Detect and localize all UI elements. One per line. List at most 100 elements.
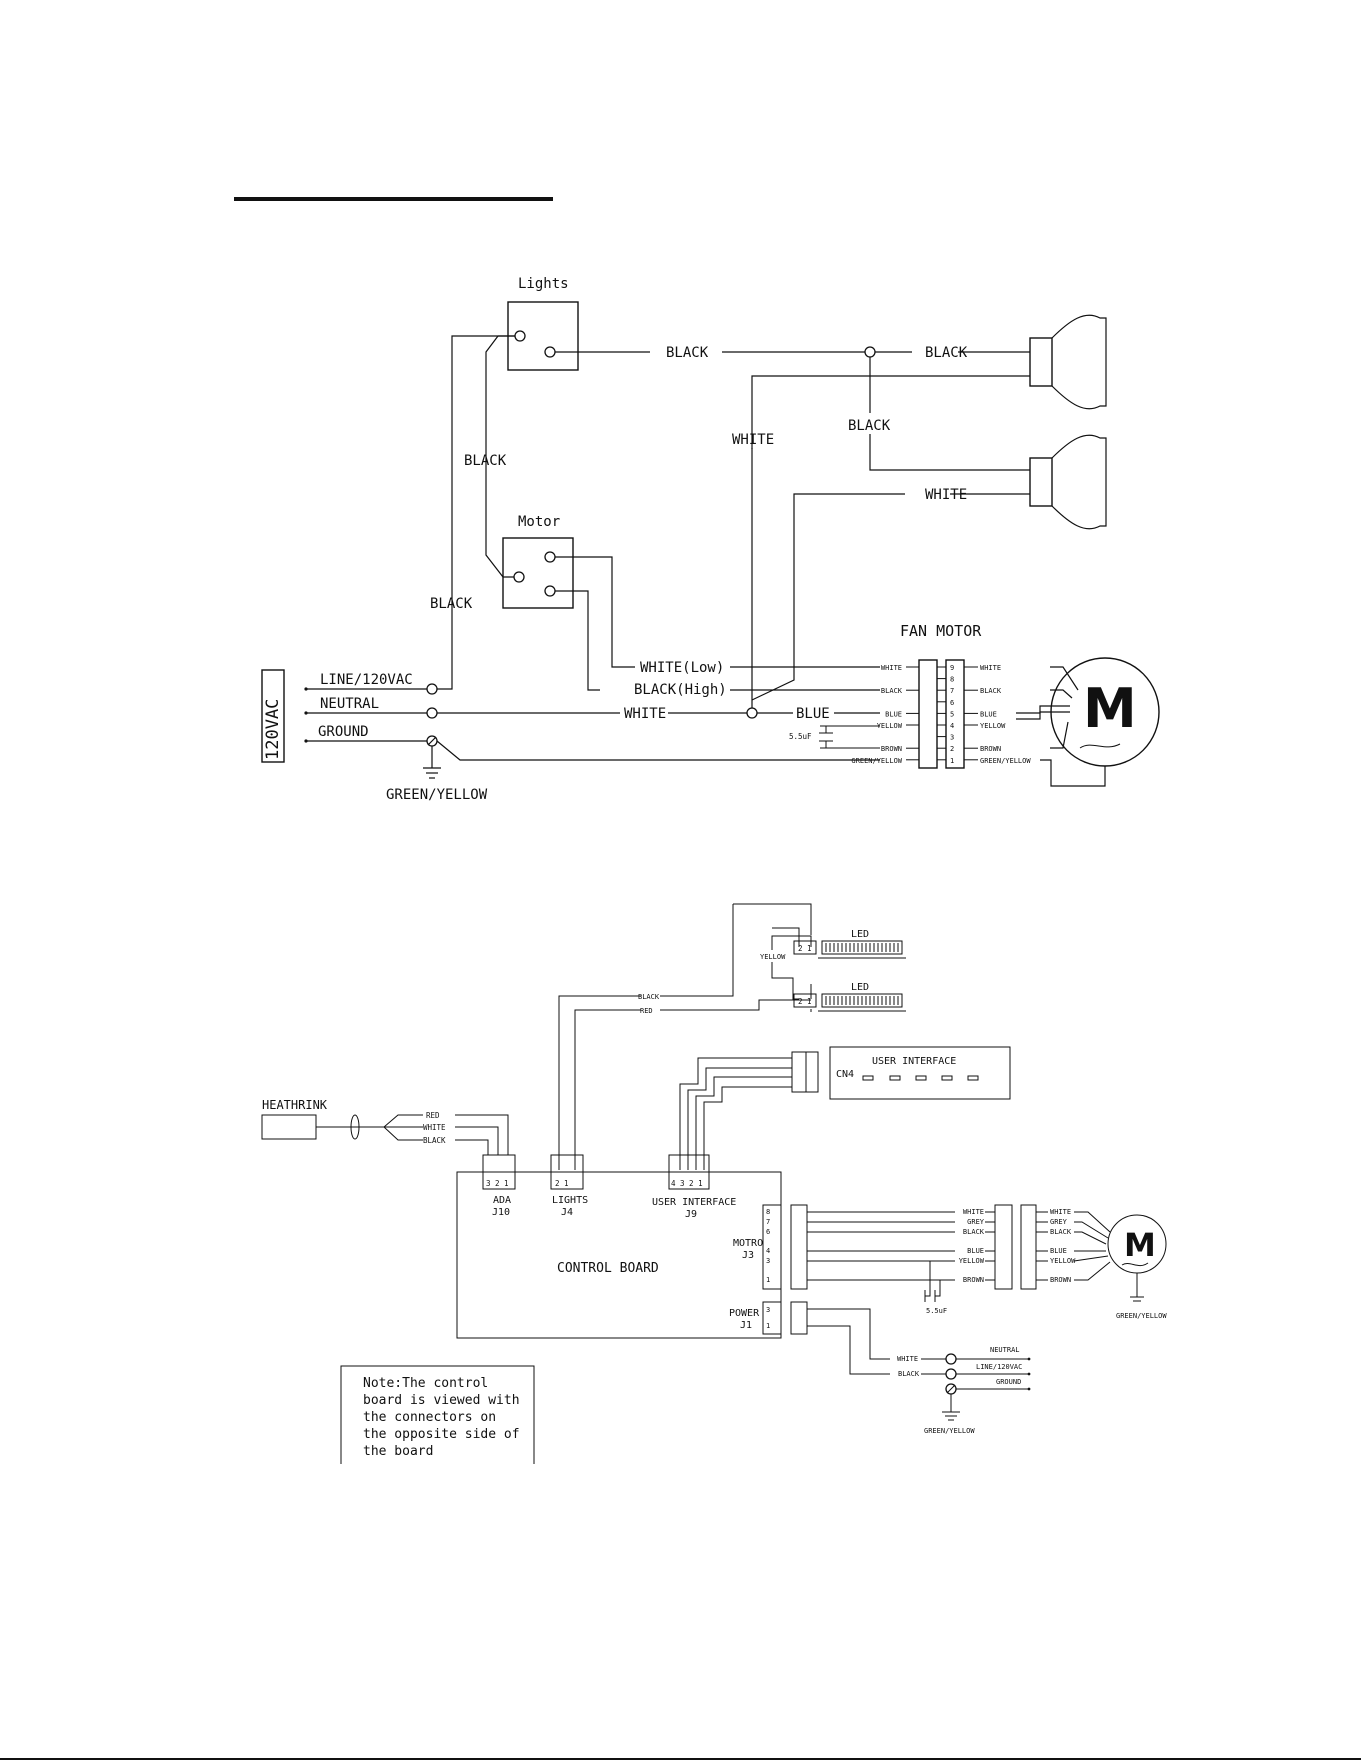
motor2-right-label: BLUE xyxy=(1050,1247,1067,1255)
ground-2-label: GROUND xyxy=(996,1378,1021,1386)
wire-label-white-low: WHITE(Low) xyxy=(640,660,724,676)
plug-pin-number: 8 xyxy=(950,676,954,684)
line-2-label: LINE/120VAC xyxy=(976,1363,1022,1371)
plug-left-label: BLUE xyxy=(885,710,902,718)
note-line-2: board is viewed with xyxy=(363,1393,520,1408)
motor2-left-label: WHITE xyxy=(963,1208,984,1216)
power-white-label: WHITE xyxy=(897,1355,918,1363)
svg-text:1: 1 xyxy=(766,1276,770,1284)
j9-label: J9 xyxy=(685,1209,697,1220)
motor2-symbol: M xyxy=(1124,1226,1156,1264)
fan-motor-title: FAN MOTOR xyxy=(900,622,982,640)
svg-text:3 2 1: 3 2 1 xyxy=(486,1179,509,1188)
motor2-right-label: GREY xyxy=(1050,1218,1068,1226)
svg-text:3: 3 xyxy=(766,1306,770,1314)
user-interface-box xyxy=(829,1046,1011,1100)
wire-label-black-high: BLACK(High) xyxy=(634,682,727,698)
plug-left-label: YELLOW xyxy=(877,722,903,730)
black-wire-label: BLACK xyxy=(638,993,660,1001)
plug-pin-number: 3 xyxy=(950,734,954,742)
ground-label: GROUND xyxy=(318,724,369,740)
sensor-wire-red: RED xyxy=(426,1111,440,1120)
plug-left-label: BROWN xyxy=(881,745,902,753)
svg-text:2 1: 2 1 xyxy=(798,997,812,1006)
control-board-label: CONTROL BOARD xyxy=(557,1261,659,1276)
wire-label-black-1: BLACK xyxy=(666,345,709,361)
line-label: LINE/120VAC xyxy=(320,672,413,688)
plug-right-label: YELLOW xyxy=(980,722,1006,730)
plug-right-label: BLACK xyxy=(980,687,1002,695)
svg-text:6: 6 xyxy=(766,1228,770,1236)
heathrink-sensor-icon xyxy=(261,1114,317,1140)
svg-text:1: 1 xyxy=(766,1322,770,1330)
red-wire-label: RED xyxy=(640,1007,653,1015)
plug-left-label: GREEN/YELLOW xyxy=(851,757,902,765)
motor2-right-label: BLACK xyxy=(1050,1228,1072,1236)
wire-label-white-1: WHITE xyxy=(732,432,774,448)
plug-pin-number: 1 xyxy=(950,757,954,765)
wire-label-white-2: WHITE xyxy=(925,487,967,503)
note-line-1: Note:The control xyxy=(363,1376,488,1391)
led-2-label: LED xyxy=(851,982,869,993)
led-2-icon xyxy=(818,993,906,1012)
note-line-3: the connectors on xyxy=(363,1410,496,1425)
plug-left-label: WHITE xyxy=(881,664,902,672)
lamp-1-icon xyxy=(1029,314,1107,410)
plug-pin-number: 2 xyxy=(950,745,954,753)
plug-pin-number: 9 xyxy=(950,664,954,672)
ui-conn-label: USER INTERFACE xyxy=(652,1197,736,1208)
motor2-right-label: BROWN xyxy=(1050,1276,1071,1284)
plug-male xyxy=(945,659,965,769)
motor2-left-label: YELLOW xyxy=(959,1257,985,1265)
wire-label-black-2: BLACK xyxy=(925,345,968,361)
note-line-4: the opposite side of xyxy=(363,1427,520,1442)
wire-label-black-5: BLACK xyxy=(430,596,473,612)
plug-right-label: GREEN/YELLOW xyxy=(980,757,1031,765)
motor2-capacitor-label: 5.5uF xyxy=(926,1307,947,1315)
j10-label: J10 xyxy=(492,1207,510,1218)
motor2-left-label: GREY xyxy=(967,1218,985,1226)
heathrink-label: HEATHRINK xyxy=(262,1098,328,1112)
wire-label-blue: BLUE xyxy=(796,706,830,722)
svg-text:7: 7 xyxy=(766,1218,770,1226)
motor2-right-label: WHITE xyxy=(1050,1208,1071,1216)
plug-right-label: BLUE xyxy=(980,710,997,718)
led-1-label: LED xyxy=(851,929,869,940)
svg-text:3: 3 xyxy=(766,1257,770,1265)
j4-label: J4 xyxy=(561,1207,573,1218)
supply-label: 120VAC xyxy=(263,699,283,760)
supply-label-box xyxy=(261,669,285,763)
plug-pin-number: 6 xyxy=(950,699,954,707)
j1-label: J1 xyxy=(740,1320,752,1331)
cn4-label: CN4 xyxy=(836,1069,854,1080)
motor-plug-female xyxy=(994,1204,1013,1290)
fan-motor-symbol: M xyxy=(1083,677,1137,740)
plug-left-label: BLACK xyxy=(881,687,903,695)
motro-label: MOTRO xyxy=(733,1238,763,1249)
led-1-icon xyxy=(818,940,906,959)
j3-label: J3 xyxy=(742,1250,754,1261)
wire-label-black-4: BLACK xyxy=(464,453,507,469)
motor-plug-male xyxy=(1020,1204,1037,1290)
lights-conn-label: LIGHTS xyxy=(552,1195,588,1206)
diagram-control-board-wiring: LED 2 1 LED 2 1 YELLOW BLACK RED USER I xyxy=(261,903,1167,1464)
motor2-right-label: YELLOW xyxy=(1050,1257,1076,1265)
svg-text:4 3 2 1: 4 3 2 1 xyxy=(671,1179,703,1188)
yellow-label: YELLOW xyxy=(760,953,786,961)
power-black-label: BLACK xyxy=(898,1370,920,1378)
plug-right-label: BROWN xyxy=(980,745,1001,753)
sensor-wire-black: BLACK xyxy=(423,1136,446,1145)
motor-switch-label: Motor xyxy=(518,514,560,530)
motor2-left-label: BLACK xyxy=(963,1228,985,1236)
motor-switch-box xyxy=(502,537,574,609)
svg-text:2 1: 2 1 xyxy=(555,1179,569,1188)
motor2-left-label: BLUE xyxy=(967,1247,984,1255)
note-line-5: the board xyxy=(363,1444,433,1459)
svg-text:2 1: 2 1 xyxy=(798,944,812,953)
plug-right-label: WHITE xyxy=(980,664,1001,672)
svg-text:4: 4 xyxy=(766,1247,770,1255)
neutral-2-label: NEUTRAL xyxy=(990,1346,1020,1354)
ground-wire-2-label: GREEN/YELLOW xyxy=(924,1427,975,1435)
plug-pin-number: 4 xyxy=(950,722,954,730)
